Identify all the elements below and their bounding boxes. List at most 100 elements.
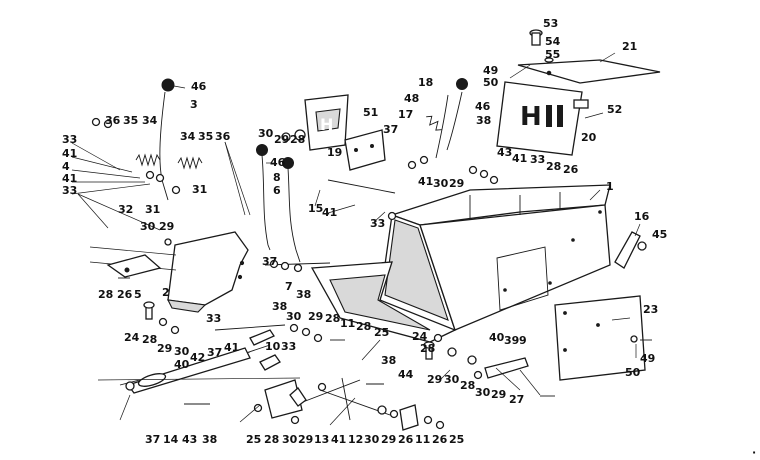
part-label-n30a: 30: [140, 220, 156, 233]
spring-34: [135, 115, 442, 170]
part-label-n29e: 29: [308, 310, 323, 323]
part-label-n46b: 46: [475, 100, 491, 113]
main-housing: [310, 184, 611, 343]
part-label-n55: 55: [545, 48, 560, 61]
part-label-n21: 21: [622, 40, 637, 53]
part-label-n6: 6: [273, 184, 281, 197]
part-label-n26c: 26: [398, 433, 414, 446]
part-label-n16: 16: [634, 210, 650, 223]
part-label-n46c: 46: [270, 156, 286, 169]
part-label-n29f: 29: [427, 373, 442, 386]
fasteners: [91, 29, 638, 430]
part-label-n11b: 11: [415, 433, 430, 446]
part-label-n4: 4: [62, 160, 70, 173]
part-label-n49b: 49: [640, 352, 655, 365]
part-label-n30e: 30: [286, 310, 302, 323]
part-label-n54: 54: [545, 35, 561, 48]
part-label-n38a: 38: [476, 114, 491, 127]
part-label-n29b: 29: [274, 133, 289, 146]
lower-linkage: [126, 329, 529, 431]
corner-mark: ·: [752, 446, 756, 459]
lever-18: [435, 78, 468, 159]
part-label-n33d: 33: [370, 217, 385, 230]
plate-21: [517, 59, 661, 84]
part-label-n8: 8: [273, 171, 281, 184]
part-label-n39: 39: [504, 334, 519, 347]
part-label-n34b: 34: [180, 130, 196, 143]
part-label-n1: 1: [606, 180, 614, 193]
part-label-n28a: 28: [290, 133, 305, 146]
part-label-n36a: 36: [105, 114, 121, 127]
part-label-n7: 7: [285, 280, 293, 293]
part-label-n10: 10: [265, 340, 281, 353]
part-label-n33e: 33: [206, 312, 221, 325]
part-label-n15: 15: [308, 202, 323, 215]
part-label-n25b: 25: [246, 433, 261, 446]
part-label-n30g: 30: [475, 386, 491, 399]
part-label-n13: 13: [314, 433, 329, 446]
part-label-n29c: 29: [449, 177, 464, 190]
part-label-n28g: 28: [420, 342, 435, 355]
part-label-n34a: 34: [142, 114, 158, 127]
part-label-n43a: 43: [497, 146, 512, 159]
part-label-n37a: 37: [383, 123, 398, 136]
part-label-n49a: 49: [483, 64, 498, 77]
part-label-n19: 19: [327, 146, 342, 159]
part-label-n24a: 24: [124, 331, 140, 344]
part-label-n27: 27: [509, 393, 524, 406]
part-label-n52: 52: [607, 103, 622, 116]
part-label-n41a: 41: [62, 147, 77, 160]
part-label-n40b: 40: [489, 331, 505, 344]
side-bracket: [89, 231, 249, 313]
part-label-n30i: 30: [364, 433, 380, 446]
part-label-n30d: 30: [174, 345, 190, 358]
lever-6: [282, 157, 301, 263]
part-label-n37d: 37: [145, 433, 160, 446]
part-label-n28f: 28: [356, 320, 371, 333]
part-label-n33a: 33: [62, 133, 77, 146]
part-label-n40: 40: [174, 358, 190, 371]
part-label-n37b: 37: [262, 255, 277, 268]
bracket-16: [614, 231, 647, 269]
part-label-n44: 44: [398, 368, 414, 381]
lever-3: [159, 78, 175, 201]
part-label-n46a: 46: [191, 80, 207, 93]
part-label-n41e: 41: [322, 206, 337, 219]
part-label-n30h: 30: [282, 433, 298, 446]
part-label-n29g: 29: [491, 388, 506, 401]
part-label-n28h: 28: [460, 379, 475, 392]
part-label-n31b: 31: [145, 203, 160, 216]
part-label-n28b: 28: [546, 160, 561, 173]
part-label-n38c: 38: [272, 300, 287, 313]
leader-lines: [71, 52, 641, 426]
bracket-5: [106, 254, 162, 278]
part-label-n51: 51: [363, 106, 378, 119]
part-label-n28i: 28: [264, 433, 279, 446]
svg-text:H: H: [320, 115, 333, 134]
part-label-n17: 17: [398, 108, 413, 121]
svg-text:H: H: [520, 102, 542, 132]
part-label-n42: 42: [190, 351, 205, 364]
shift-gate-plate-19: H: [304, 94, 349, 151]
part-label-n41f: 41: [224, 341, 239, 354]
part-label-n30c: 30: [433, 177, 449, 190]
part-label-n25a: 25: [374, 326, 389, 339]
part-label-n26b: 26: [117, 288, 133, 301]
part-label-n33f: 33: [281, 340, 296, 353]
part-label-n41c: 41: [512, 152, 527, 165]
part-label-n38d: 38: [381, 354, 396, 367]
part-label-n3: 3: [190, 98, 198, 111]
part-label-n2: 2: [162, 286, 170, 299]
part-label-n18: 18: [418, 76, 433, 89]
part-label-n35b: 35: [198, 130, 213, 143]
part-label-n41b: 41: [62, 172, 77, 185]
part-label-n33b: 33: [62, 184, 77, 197]
part-label-n31a: 31: [192, 183, 207, 196]
part-label-n50b: 50: [625, 366, 641, 379]
part-label-n35a: 35: [123, 114, 138, 127]
part-label-n20: 20: [581, 131, 597, 144]
part-label-n28e: 28: [325, 312, 340, 325]
part-label-n25c: 25: [449, 433, 464, 446]
